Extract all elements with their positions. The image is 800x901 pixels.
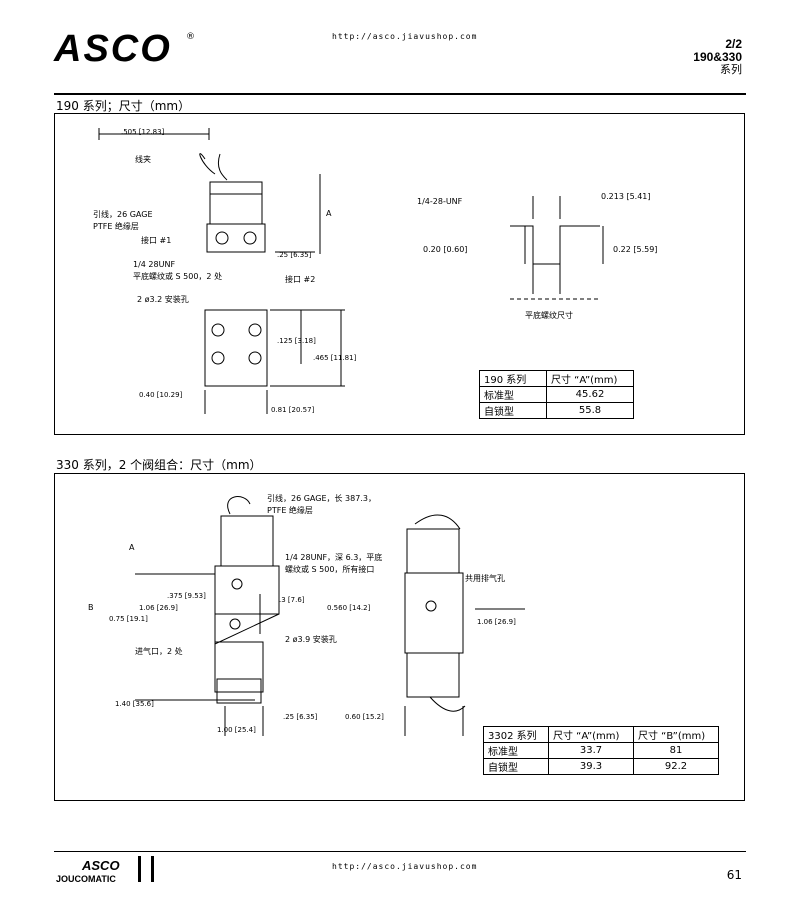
table-cell: 自锁型 bbox=[479, 402, 547, 419]
page-number: 61 bbox=[726, 868, 742, 882]
table-header-cell: 尺寸 “A”(mm) bbox=[546, 370, 634, 387]
dim-25-text: .25 [6.35] bbox=[277, 251, 312, 259]
upper-body bbox=[214, 565, 280, 615]
table-cell: 45.62 bbox=[546, 386, 634, 403]
series-line-2: 190&330 bbox=[693, 50, 742, 64]
table-cell: 自锁型 bbox=[483, 758, 549, 775]
table-header-cell: 尺寸 “B”(mm) bbox=[633, 726, 719, 743]
table-header-cell: 190 系列 bbox=[479, 370, 547, 387]
section2-title: 330 系列，2 个阀组合：尺寸（mm） bbox=[56, 458, 262, 472]
dim-bot-text: 1.00 [25.4] bbox=[217, 726, 256, 734]
thread-detail-profile bbox=[510, 225, 600, 265]
bottom-view-body bbox=[204, 309, 268, 387]
dim-p-text: 0.75 [19.1] bbox=[109, 615, 148, 623]
lead-label: 引线，26 GAGE bbox=[93, 209, 153, 219]
side-body bbox=[404, 572, 464, 654]
footer-url[interactable]: http://asco.jiavushop.com bbox=[332, 862, 478, 871]
port1-label: 接口 #1 bbox=[141, 235, 171, 245]
dim-81-text: 0.81 [20.57] bbox=[271, 406, 315, 414]
table-header-cell: 3302 系列 bbox=[483, 726, 549, 743]
lead-wires bbox=[199, 153, 228, 181]
footer-asco-logo: ASCO bbox=[82, 858, 120, 873]
port-1-icon bbox=[215, 231, 229, 245]
table-cell: 81 bbox=[633, 742, 719, 759]
section1-title: 190 系列；尺寸（mm） bbox=[56, 99, 191, 113]
thread-label: 1/4 28UNF bbox=[133, 260, 175, 269]
table-row: 标准型 33.7 81 bbox=[483, 742, 719, 759]
footer-logo-mark-icon bbox=[138, 856, 154, 882]
table-cell: 92.2 bbox=[633, 758, 719, 775]
dim-2-text: .465 [11.81] bbox=[313, 354, 357, 362]
series-label: 2/2 190&330 系列 bbox=[693, 38, 742, 77]
footer-brand: JOUCOMATIC bbox=[56, 874, 116, 884]
dim-left-text: 1.40 [35.6] bbox=[115, 700, 154, 708]
header-rule bbox=[54, 93, 746, 95]
detail-caption: 平底螺纹尺寸 bbox=[525, 310, 573, 320]
dim-3-text: .3 [7.6] bbox=[279, 596, 305, 604]
lead-label: 引线，26 GAGE，长 387.3， bbox=[267, 493, 376, 503]
detail-213-text: 0.213 [5.41] bbox=[601, 192, 651, 201]
footer-rule bbox=[54, 851, 746, 852]
asco-logo: ASCO bbox=[54, 28, 172, 70]
section2-frame: 引线，26 GAGE，长 387.3， PTFE 绝缘层 1/4 28UNF，深… bbox=[54, 473, 745, 801]
clamp-label: 线夹 bbox=[135, 154, 151, 164]
port-2-icon bbox=[243, 231, 257, 245]
dim-25-text: .25 [6.35] bbox=[283, 713, 318, 721]
table-header-row: 190 系列 尺寸 “A”(mm) bbox=[479, 370, 634, 387]
insulation-label: PTFE 绝缘层 bbox=[267, 505, 313, 515]
port2-label: 接口 #2 bbox=[285, 274, 315, 284]
dim-560-text: 0.560 [14.2] bbox=[327, 604, 371, 612]
header-url[interactable]: http://asco.jiavushop.com bbox=[332, 32, 478, 41]
thread-note-label: 螺纹或 S 500，所有接口 bbox=[285, 564, 374, 574]
lead-wires bbox=[227, 496, 251, 515]
table-cell: 39.3 bbox=[548, 758, 634, 775]
upper-coil bbox=[220, 515, 274, 567]
table-cell: 标准型 bbox=[483, 742, 549, 759]
exhaust-port-icon bbox=[425, 600, 437, 612]
coil-body bbox=[209, 181, 263, 225]
section1-table: 190 系列 尺寸 “A”(mm) 标准型 45.62 自锁型 55.8 bbox=[479, 370, 634, 419]
side-lower-coil bbox=[406, 652, 460, 698]
side-coil bbox=[406, 528, 460, 574]
detail-20-text: 0.20 [0.60] bbox=[423, 245, 467, 254]
section1-frame: .505 [12.83] 线夹 引线，26 GAGE PTFE 绝缘层 接口 #… bbox=[54, 113, 745, 435]
side-lead bbox=[414, 514, 461, 530]
table-header-cell: 尺寸 “A”(mm) bbox=[548, 726, 634, 743]
dim-top-text: .505 [12.83] bbox=[121, 128, 165, 136]
dim-1-text: .125 [3.18] bbox=[277, 337, 316, 345]
lower-body bbox=[214, 641, 264, 693]
series-line-1: 2/2 bbox=[725, 37, 742, 51]
mount-label: 2 ø3.2 安装孔 bbox=[137, 294, 189, 304]
series-line-3: 系列 bbox=[720, 64, 742, 76]
dim-60-text: 0.60 [15.2] bbox=[345, 713, 384, 721]
table-cell: 33.7 bbox=[548, 742, 634, 759]
dim-106-text: 1.06 [26.9] bbox=[139, 604, 178, 612]
thread-note-label: 平底螺纹或 S 500，2 处 bbox=[133, 271, 222, 281]
detail-22-text: 0.22 [5.59] bbox=[613, 245, 657, 254]
detail-thread-label: 1/4-28-UNF bbox=[417, 197, 463, 206]
table-row: 自锁型 39.3 92.2 bbox=[483, 758, 719, 775]
table-row: 自锁型 55.8 bbox=[479, 402, 634, 419]
dim-right-text: 1.06 [26.9] bbox=[477, 618, 516, 626]
table-row: 标准型 45.62 bbox=[479, 386, 634, 403]
dim-a-text: A bbox=[326, 209, 332, 218]
table-cell: 55.8 bbox=[546, 402, 634, 419]
dim-b-text: B bbox=[88, 603, 94, 612]
registered-mark: ® bbox=[186, 32, 195, 42]
manifold-base bbox=[214, 613, 280, 645]
table-header-row: 3302 系列 尺寸 “A”(mm) 尺寸 “B”(mm) bbox=[483, 726, 719, 743]
section2-drawing: 引线，26 GAGE，长 387.3， PTFE 绝缘层 1/4 28UNF，深… bbox=[88, 493, 525, 736]
insulation-label: PTFE 绝缘层 bbox=[93, 221, 139, 231]
mount-label: 2 ø3.9 安装孔 bbox=[285, 634, 337, 644]
valve-body bbox=[206, 223, 266, 253]
dim-a-text: A bbox=[129, 543, 135, 552]
section1-drawing: .505 [12.83] 线夹 引线，26 GAGE PTFE 绝缘层 接口 #… bbox=[93, 128, 657, 414]
dim-375-text: .375 [9.53] bbox=[167, 592, 206, 600]
table-cell: 标准型 bbox=[479, 386, 547, 403]
inlet-label: 进气口，2 处 bbox=[135, 646, 183, 656]
section2-table: 3302 系列 尺寸 “A”(mm) 尺寸 “B”(mm) 标准型 33.7 8… bbox=[483, 726, 719, 775]
dim-40-text: 0.40 [10.29] bbox=[139, 391, 183, 399]
thread-label: 1/4 28UNF，深 6.3，平底 bbox=[285, 552, 382, 562]
common-exhaust-label: 共用排气孔 bbox=[465, 573, 505, 583]
